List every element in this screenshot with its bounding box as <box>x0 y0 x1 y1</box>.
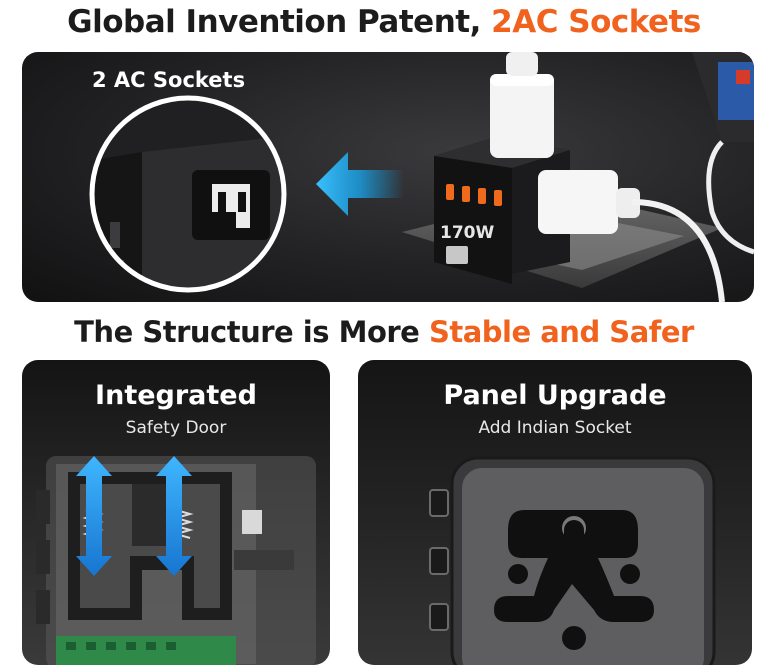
laptop-graphic <box>692 52 754 142</box>
panel-title: Panel Upgrade <box>443 380 667 411</box>
side-power-plug <box>538 170 640 234</box>
safety-door-cutaway-illustration <box>36 456 316 665</box>
two-sockets-illustration: 170W <box>89 52 754 302</box>
usb-port-4 <box>494 190 502 206</box>
usb-port-3 <box>478 188 486 204</box>
usb-port-1 <box>446 184 454 200</box>
wattage-label: 170W <box>440 223 494 243</box>
panel-title: Integrated <box>95 380 257 411</box>
headline-main-text: Global Invention Patent, <box>67 4 481 40</box>
panel-upgrade-panel: Panel Upgrade Add Indian Socket <box>358 360 752 665</box>
pcb-board <box>56 636 236 665</box>
blue-arrow-icon <box>316 152 404 216</box>
up-down-arrow-icon-left <box>76 456 112 576</box>
laptop-cable <box>706 140 754 255</box>
headline-accent-text: 2AC Sockets <box>491 4 701 40</box>
headline-global-patent: Global Invention Patent, 2AC Sockets <box>0 2 768 42</box>
top-power-plug <box>490 52 554 158</box>
headline-main-text: The Structure is More <box>74 315 420 349</box>
indian-socket-illustration <box>429 456 716 665</box>
panel-subtitle: Add Indian Socket <box>478 418 632 438</box>
indian-socket-icon <box>494 510 654 650</box>
headline-accent-text: Stable and Safer <box>428 315 694 349</box>
up-down-arrow-icon-right <box>156 456 192 576</box>
callout-label: 2 AC Sockets <box>92 68 246 92</box>
two-sockets-feature-panel: 170W <box>22 52 754 302</box>
panel-subtitle: Safety Door <box>125 418 227 438</box>
safety-door-panel: Integrated Safety Door <box>22 360 330 665</box>
headline-structure: The Structure is More Stable and Safer <box>0 312 768 352</box>
power-cable <box>631 199 725 302</box>
socket-zoom-callout <box>89 95 287 293</box>
usb-port-2 <box>462 186 470 202</box>
